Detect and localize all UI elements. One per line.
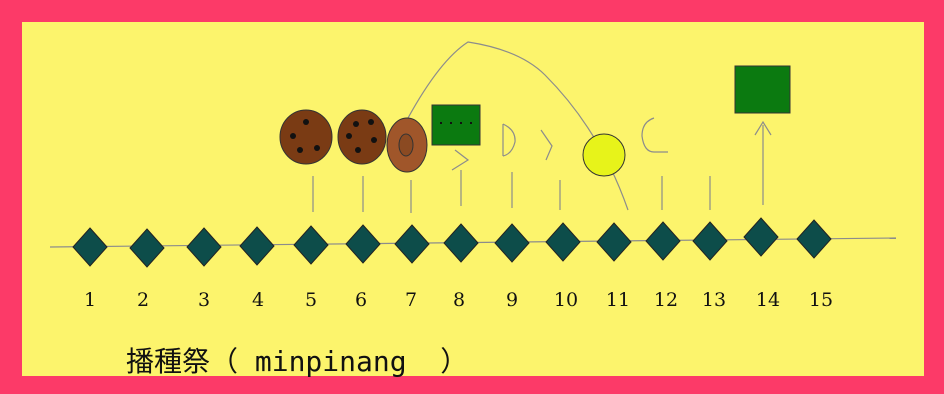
green-box-large [734, 65, 791, 114]
green-box-dotted [431, 104, 481, 146]
number-label: 11 [606, 289, 630, 311]
number-label: 3 [198, 289, 210, 311]
number-label: 2 [137, 289, 149, 311]
ritual-caption: 播種祭（ minpinang ） [126, 345, 469, 378]
number-label: 7 [405, 289, 417, 311]
brown-seed-5dots [337, 109, 387, 165]
number-label: 15 [809, 289, 833, 311]
diamonds [72, 217, 832, 268]
number-label: 6 [355, 289, 367, 311]
number-label: 5 [305, 289, 317, 311]
number-label: 1 [84, 289, 96, 311]
number-label: 12 [654, 289, 678, 311]
number-label: 8 [453, 289, 465, 311]
number-label: 13 [702, 289, 726, 311]
number-label: 14 [756, 289, 780, 311]
number-label: 9 [506, 289, 518, 311]
brown-seed-4dots [279, 109, 333, 165]
number-label: 4 [252, 289, 264, 311]
yellow-circle [582, 133, 626, 177]
number-label: 10 [554, 289, 578, 311]
glyph-marks [451, 117, 772, 171]
tan-seed [386, 117, 428, 173]
connectors [312, 125, 764, 213]
position-numbers: 1 2 3 4 5 6 7 8 9 10 11 12 13 14 15 [84, 289, 833, 311]
